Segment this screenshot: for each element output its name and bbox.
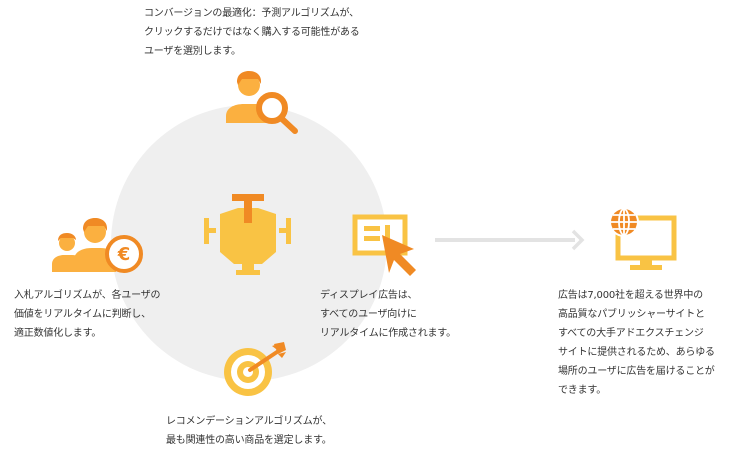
user-search-icon [226, 71, 298, 134]
publisher-line-3: すべての大手アドエクスチェンジ [558, 328, 704, 339]
right-line-1: ディスプレイ広告は、 [320, 290, 418, 301]
top-line-2: クリックするだけではなく購入する可能性がある [144, 27, 360, 38]
publisher-line-1: 広告は7,000社を超える世界中の [558, 290, 703, 301]
globe-monitor-icon [609, 207, 677, 270]
left-description: 入札アルゴリズムが、各ユーザの 価値をリアルタイムに判断し、 適正数値化します。 [14, 286, 161, 343]
display-cursor-icon [352, 214, 416, 276]
top-description: コンバージョンの最適化：予測アルゴリズムが、 クリックするだけではなく購入する可… [144, 4, 360, 61]
right-description: ディスプレイ広告は、 すべてのユーザ向けに リアルタイムに作成されます。 [320, 286, 456, 343]
bottom-line-1: レコメンデーションアルゴリズムが、 [166, 416, 332, 427]
right-line-3: リアルタイムに作成されます。 [320, 328, 456, 339]
left-line-2: 価値をリアルタイムに判断し、 [14, 309, 151, 320]
left-line-1: 入札アルゴリズムが、各ユーザの [14, 290, 161, 301]
publisher-description: 広告は7,000社を超える世界中の 高品質なパブリッシャーサイトと すべての大手… [558, 286, 715, 400]
right-line-2: すべてのユーザ向けに [320, 309, 417, 320]
target-icon [224, 342, 286, 396]
engine-icon [204, 194, 291, 275]
publisher-line-5: 場所のユーザに広告を届けることが [558, 366, 715, 377]
publisher-line-4: サイトに提供されるため、あらゆる [558, 347, 715, 358]
users-euro-icon: € [52, 218, 143, 273]
top-line-1: コンバージョンの最適化：予測アルゴリズムが、 [144, 8, 359, 19]
top-line-3: ユーザを選別します。 [144, 46, 241, 57]
bottom-description: レコメンデーションアルゴリズムが、 最も関連性の高い商品を選定します。 [166, 412, 332, 450]
flow-arrow [435, 229, 585, 251]
publisher-line-6: できます。 [558, 385, 606, 396]
svg-text:€: € [117, 244, 131, 265]
left-line-3: 適正数値化します。 [14, 328, 102, 339]
publisher-line-2: 高品質なパブリッシャーサイトと [558, 309, 705, 320]
bottom-line-2: 最も関連性の高い商品を選定します。 [166, 435, 332, 446]
